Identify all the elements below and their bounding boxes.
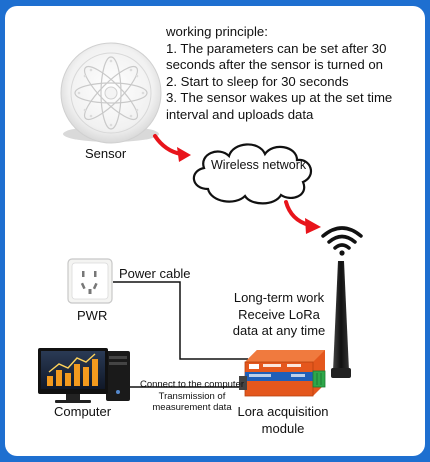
power-socket-icon xyxy=(67,258,113,304)
pwr-label: PWR xyxy=(77,308,108,323)
module-label: Lora acquisition module xyxy=(231,404,335,437)
principle-line: 2. Start to sleep for 30 seconds xyxy=(166,73,349,89)
sensor-label: Sensor xyxy=(85,146,127,161)
power-cable-line xyxy=(113,281,248,360)
lora-description: Long-term work Receive LoRa data at any … xyxy=(227,290,331,340)
principle-line: 3. The sensor wakes up at the set time xyxy=(166,90,393,105)
principle-line: 1. The parameters can be set after 30 xyxy=(166,40,387,56)
connection-description: Connect to the computer Transmission of … xyxy=(127,379,257,414)
computer-icon xyxy=(38,348,130,403)
antenna-icon xyxy=(331,261,351,378)
wireless-network-label: Wireless network xyxy=(211,158,307,172)
module-label-line: Lora acquisition xyxy=(237,404,329,419)
lora-description-line: Receive LoRa xyxy=(238,306,320,322)
working-principle: working principle: 1. The parameters can… xyxy=(166,24,392,123)
computer-label: Computer xyxy=(54,404,112,419)
principle-line: seconds after the sensor is turned on xyxy=(166,57,383,72)
arrow-cloud-to-antenna xyxy=(284,200,321,234)
cloud-icon xyxy=(192,143,313,205)
wifi-icon xyxy=(321,226,363,256)
lora-module-icon xyxy=(239,350,326,397)
arrow-sensor-to-cloud xyxy=(153,134,191,162)
diagram-panel: working principle: 1. The parameters can… xyxy=(5,6,425,456)
power-cable-label: Power cable xyxy=(119,266,191,281)
connection-description-line: measurement data xyxy=(152,402,232,413)
connection-description-line: Transmission of xyxy=(158,390,226,402)
connection-description-line: Connect to the computer xyxy=(139,379,245,390)
sensor-icon xyxy=(60,42,162,144)
lora-description-line: Long-term work xyxy=(233,290,325,305)
principle-line: interval and uploads data xyxy=(166,106,314,122)
diagram-graphics xyxy=(38,42,363,403)
principle-heading: working principle: xyxy=(166,24,268,39)
lora-description-line: data at any time xyxy=(232,323,326,338)
module-label-line: module xyxy=(261,420,305,436)
